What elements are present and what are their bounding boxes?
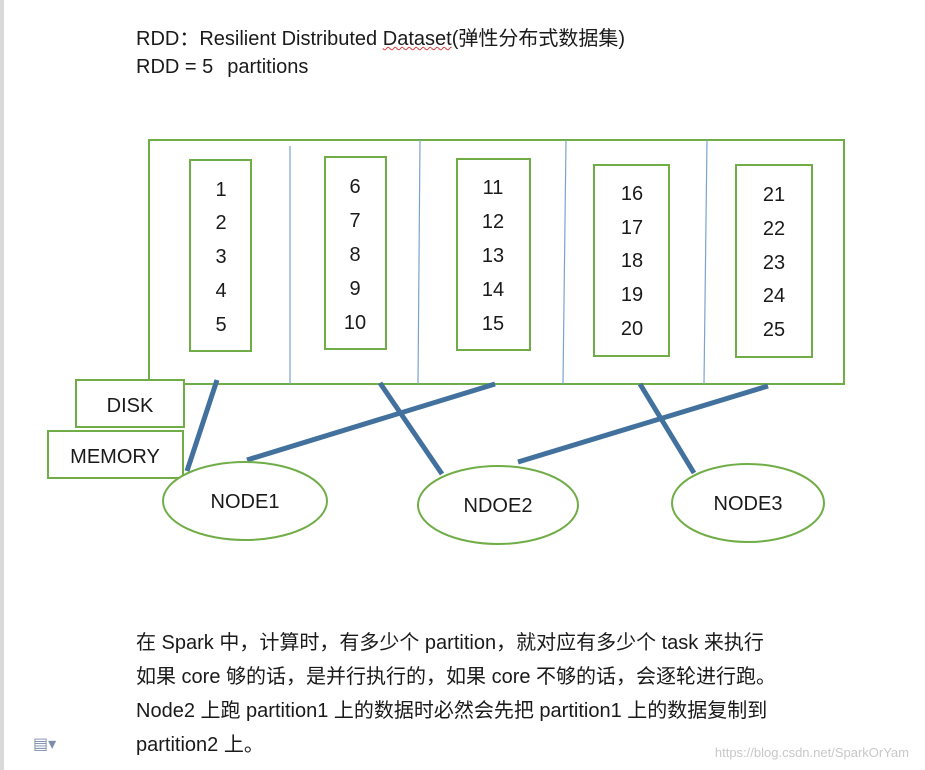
partition-1-box [189,159,252,352]
connector-p1-node1 [184,379,220,472]
partitions-label: partitions [227,56,309,78]
partition-1-value: 2 [215,212,226,234]
partition-3-value: 13 [482,245,504,267]
partition-3-box [456,158,531,351]
partition-2-value: 10 [344,312,366,334]
node2-label: NDOE2 [464,495,533,517]
partition-2-box [324,156,387,350]
partition-5-box [735,164,813,358]
partition-1-value: 5 [215,314,226,336]
partition-3-value: 11 [483,177,504,199]
partition-5-value: 22 [763,218,785,240]
paragraph-line: partition2 上。 [136,734,264,756]
paragraph-line: 在 Spark 中，计算时，有多少个 partition，就对应有多少个 tas… [136,632,764,654]
partition-3-value: 14 [482,279,504,301]
node3-ellipse [671,463,825,543]
partition-2-value: 6 [349,176,360,198]
paragraph-line: Node2 上跑 partition1 上的数据时必然会先把 partition… [136,700,768,722]
partition-divider [703,139,708,385]
page-left-edge [0,0,4,770]
connector-p4-node3 [637,382,697,475]
partition-1-value: 1 [215,179,226,201]
disk-label: DISK [107,395,154,417]
partition-5-value: 23 [763,252,785,274]
partition-5-value: 25 [763,319,785,341]
watermark: https://blog.csdn.net/SparkOrYam [714,745,909,760]
partition-4-value: 20 [621,318,643,340]
title-dataset-word: Dataset [382,28,452,50]
disk-box [75,379,185,428]
title-line: RDD：Resilient Distributed Dataset(弹性分布式数… [136,22,625,51]
partition-3-value: 15 [482,313,504,335]
connector-p5-node2 [517,383,769,465]
partition-1-value: 3 [215,246,226,268]
paste-options-icon[interactable]: ▤▾ [33,736,57,753]
node2-ellipse [417,465,579,545]
memory-label: MEMORY [70,446,160,468]
node1-ellipse [162,461,328,541]
explanation-paragraph: 在 Spark 中，计算时，有多少个 partition，就对应有多少个 tas… [136,626,856,762]
partition-3-value: 12 [482,211,504,233]
connector-p3-node1 [246,381,496,463]
partition-2-value: 8 [349,244,360,266]
partition-4-value: 18 [621,250,643,272]
partition-4-value: 16 [621,183,643,205]
partition-divider [417,139,421,385]
rdd-container [148,139,845,385]
partition-1-value: 4 [215,280,226,302]
title-suffix: (弹性分布式数据集) [451,28,626,50]
partition-2-value: 7 [349,210,360,232]
partition-4-box [593,164,670,357]
node3-label: NODE3 [714,493,783,515]
connector-p2-node2 [377,381,445,476]
partition-4-value: 17 [621,217,643,239]
partition-5-value: 24 [763,285,785,307]
rdd-count-label: RDD = 5 [136,56,214,78]
partition-4-value: 19 [621,284,643,306]
partition-5-value: 21 [763,184,785,206]
partition-count-line: RDD = 5 partitions [136,56,308,79]
memory-box [47,430,184,479]
paragraph-line: 如果 core 够的话，是并行执行的，如果 core 不够的话，会逐轮进行跑。 [136,666,777,688]
partition-2-value: 9 [349,278,360,300]
node1-label: NODE1 [211,491,280,513]
partition-divider [562,139,567,385]
title-prefix: RDD：Resilient Distributed [136,28,383,50]
